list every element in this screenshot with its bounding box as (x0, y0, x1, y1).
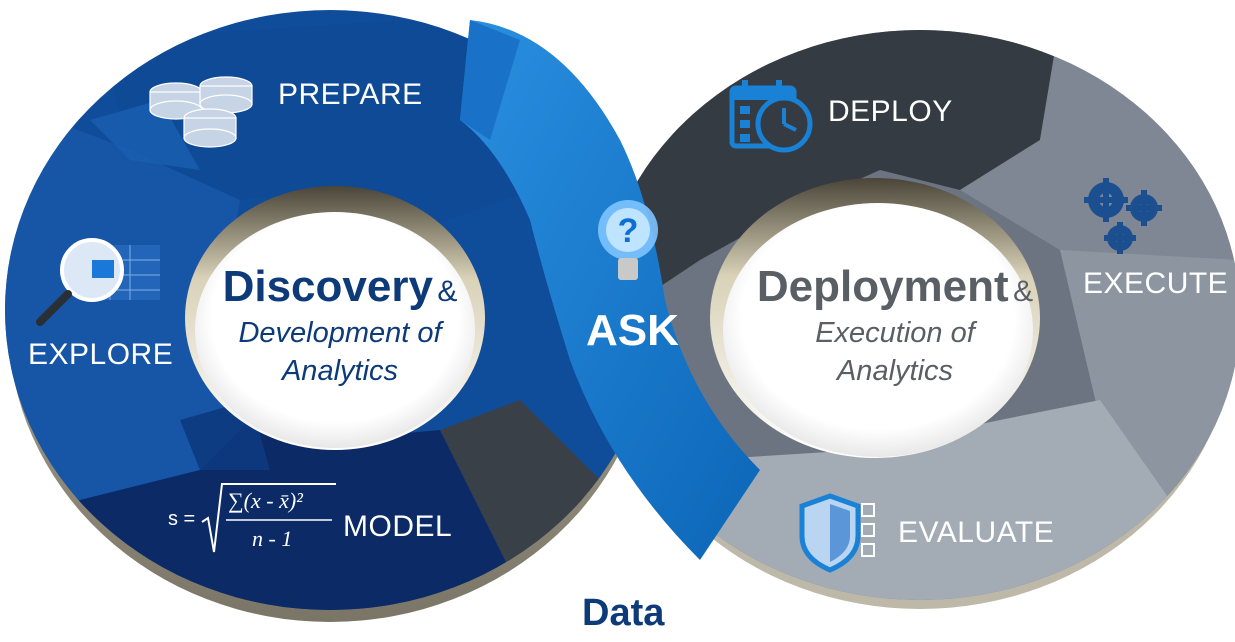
deployment-amp: & (1013, 275, 1034, 308)
deploy-label: DEPLOY (828, 95, 953, 128)
calendar-clock-icon (729, 80, 813, 153)
deployment-title-line: Deployment & (735, 262, 1055, 312)
discovery-title-block: Discovery & Development of Analytics (195, 262, 485, 390)
deployment-subtitle-line1: Execution of (815, 317, 975, 349)
formula-numerator: ∑(x - x̄)² (228, 488, 303, 513)
ask-label: ASK (586, 306, 679, 355)
formula-denominator: n - 1 (252, 526, 293, 551)
discovery-title-line: Discovery & (195, 262, 485, 312)
deployment-title-block: Deployment & Execution of Analytics (735, 262, 1055, 390)
deployment-subtitle-line2: Analytics (836, 355, 954, 387)
ask-band-tip (460, 20, 520, 140)
right-hole (723, 203, 1033, 457)
svg-text:?: ? (618, 212, 639, 250)
gears-icon (1084, 178, 1162, 254)
discovery-amp: & (437, 275, 458, 308)
execute-label: EXECUTE (1083, 267, 1229, 300)
std-dev-formula: s = ∑(x - x̄)² n - 1 (168, 482, 338, 562)
discovery-subtitle-line2: Analytics (281, 355, 399, 387)
model-label: MODEL (343, 510, 453, 543)
database-icon (149, 76, 253, 148)
discovery-subtitle-line1: Development of (238, 317, 442, 349)
prepare-label: PREPARE (278, 78, 423, 111)
formula-lhs: s = (168, 508, 196, 530)
explore-label: EXPLORE (28, 338, 174, 371)
evaluate-label: EVALUATE (898, 516, 1055, 549)
left-hole (195, 212, 475, 448)
discovery-title: Discovery (222, 262, 433, 311)
formula-radical (201, 483, 336, 553)
data-label: Data (582, 592, 665, 634)
magnifier-grid-icon (36, 238, 160, 326)
deployment-title: Deployment (756, 262, 1009, 311)
shield-checklist-icon (799, 493, 875, 573)
lightbulb-question-icon: ? (598, 200, 658, 280)
ask-band (460, 20, 760, 560)
